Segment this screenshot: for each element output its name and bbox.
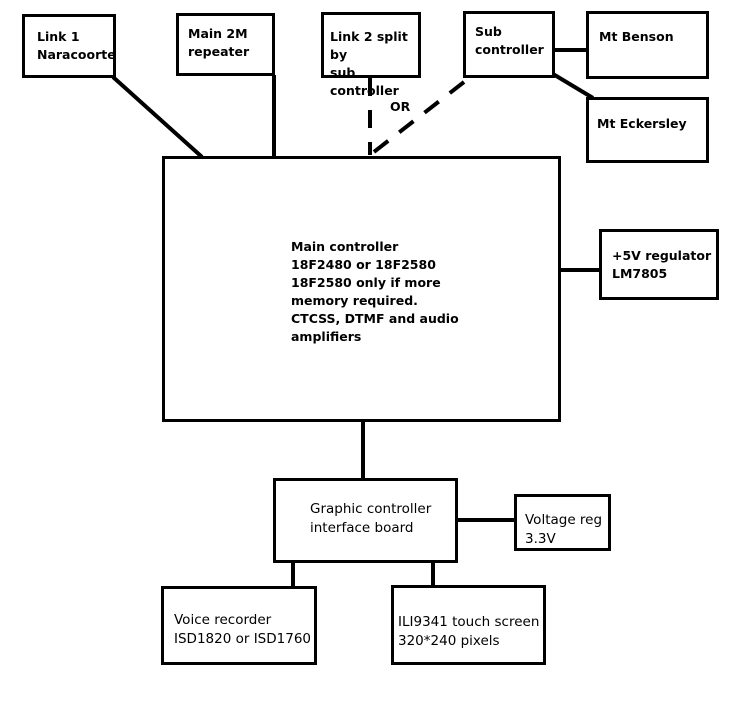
subctrl-label: Sub controller — [475, 24, 544, 57]
graphic-controller-label: Graphic controller interface board — [310, 501, 432, 536]
graphic-controller-box: Graphic controller interface board — [273, 478, 458, 563]
main2m-label: Main 2M repeater — [188, 26, 250, 59]
regulator-box: +5V regulator LM7805 — [599, 229, 719, 300]
ili9341-box: ILI9341 touch screen 320*240 pixels — [391, 585, 546, 665]
ili9341-label: ILI9341 touch screen 320*240 pixels — [398, 614, 540, 649]
mteckersley-box: Mt Eckersley — [586, 97, 709, 163]
or-label: OR — [390, 99, 411, 114]
voltage-reg-label: Voltage reg 3.3V — [525, 512, 603, 547]
voice-recorder-label: Voice recorder ISD1820 or ISD1760 — [174, 612, 311, 647]
link2-label: Link 2 split by sub controller — [330, 29, 408, 98]
mteckersley-label: Mt Eckersley — [597, 116, 687, 131]
main-controller-box: Main controller 18F2480 or 18F2580 18F25… — [162, 156, 561, 422]
main-controller-label: Main controller 18F2480 or 18F2580 18F25… — [291, 239, 459, 344]
voltage-reg-box: Voltage reg 3.3V — [514, 494, 611, 551]
link2-box: Link 2 split by sub controller — [321, 12, 421, 98]
connector-link1 — [111, 75, 204, 159]
main2m-box: Main 2M repeater — [176, 13, 275, 76]
subctrl-box: Sub controller — [463, 11, 555, 78]
voice-recorder-box: Voice recorder ISD1820 or ISD1760 — [161, 586, 317, 665]
mtbenson-label: Mt Benson — [599, 29, 674, 44]
connector-subctrl-dashed — [368, 80, 466, 157]
regulator-label: +5V regulator LM7805 — [612, 248, 712, 281]
link1-box: Link 1 Naracoorte — [22, 14, 116, 78]
connector-mteckersley — [551, 72, 595, 100]
mtbenson-box: Mt Benson — [586, 11, 709, 79]
link1-label: Link 1 Naracoorte — [37, 29, 116, 62]
